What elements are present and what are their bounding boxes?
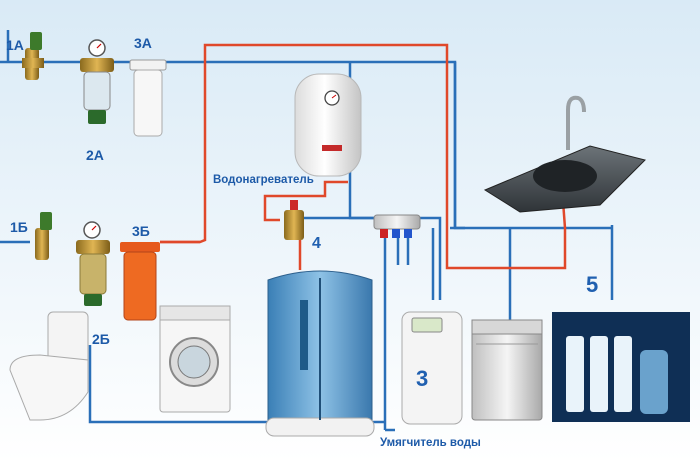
pressure-reducer-1a — [22, 32, 44, 80]
filter-3a — [129, 59, 167, 137]
filter-2a — [80, 39, 114, 124]
label-2a: 2А — [86, 147, 104, 163]
filter-3b — [120, 242, 160, 321]
mixing-valve-4 — [284, 200, 304, 240]
hot-water-pipes — [160, 43, 567, 270]
water-heater — [294, 73, 362, 177]
pressure-reducer-1b — [35, 212, 52, 260]
label-water-heater: Водонагреватель — [213, 174, 314, 186]
dishwasher — [471, 319, 543, 421]
label-water-softener: Умягчитель воды — [380, 437, 481, 449]
kitchen-sink — [483, 95, 646, 213]
label-1a: 1А — [6, 37, 24, 53]
filter-2b — [76, 221, 110, 306]
label-3a: 3А — [134, 35, 152, 51]
label-3: 3 — [416, 366, 428, 391]
label-3b: 3Б — [132, 223, 150, 239]
collector-manifold — [373, 214, 421, 238]
label-2b: 2Б — [92, 331, 110, 347]
shower-cabin — [265, 270, 375, 437]
label-4: 4 — [312, 235, 321, 252]
reverse-osmosis-system — [552, 312, 690, 422]
water-softener — [401, 311, 463, 425]
label-5: 5 — [586, 272, 598, 297]
label-1b: 1Б — [10, 219, 28, 235]
toilet — [9, 311, 89, 421]
washing-machine — [159, 305, 231, 413]
